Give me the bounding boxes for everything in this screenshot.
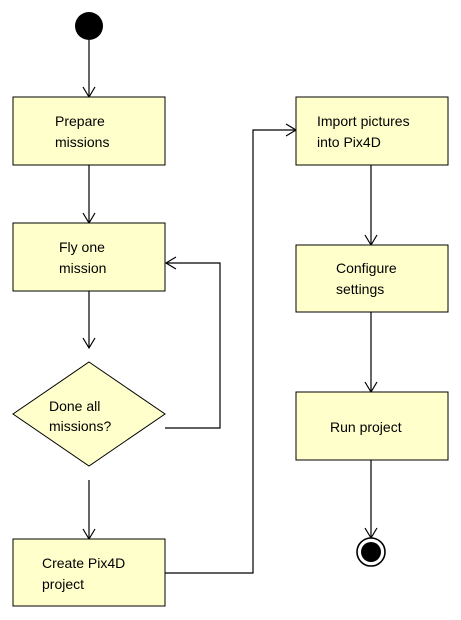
svg-text:Import pictures into Pix: Import pictures into Pix4D (317, 113, 413, 150)
node-label-line: Prepare (55, 113, 105, 129)
node-label-line: into Pix4D (317, 134, 381, 150)
node-label-line: mission (59, 260, 106, 276)
node-label-line: missions? (49, 418, 111, 434)
svg-text:Configure settings: Configure settings (336, 260, 401, 297)
node-label-line: Run project (330, 419, 402, 435)
svg-text:Create Pix4D project: Create Pix4D project (42, 555, 129, 592)
edge-create-to-import (165, 123, 298, 574)
node-label-line: Done all (49, 398, 100, 414)
action-import-pictures: Import pictures into Pix4D (295, 96, 449, 166)
svg-text:Done all missions?: Done all missions? (49, 398, 111, 434)
final-node (356, 537, 386, 567)
decision-done-all-missions: Done all missions? (12, 361, 166, 467)
node-label-line: Create Pix4D (42, 555, 125, 571)
node-label-line: project (42, 576, 84, 592)
action-configure-settings: Configure settings (295, 244, 449, 313)
edges (82, 40, 378, 574)
node-label-line: Fly one (59, 239, 105, 255)
action-run-project: Run project (295, 391, 449, 461)
svg-text:Fly one mission: Fly one mission (59, 239, 109, 276)
action-prepare-missions: Prepare missions (12, 96, 166, 166)
initial-node (75, 12, 103, 40)
node-label-line: Import pictures (317, 113, 410, 129)
node-label-line: missions (55, 134, 109, 150)
action-fly-one-mission: Fly one mission (12, 222, 166, 292)
action-create-pix4d-project: Create Pix4D project (12, 538, 166, 607)
svg-text:Run project: Run project (330, 419, 402, 435)
svg-text:Prepare missions: Prepare missions (55, 113, 109, 150)
edge-decision-to-fly (164, 256, 221, 429)
node-label-line: Configure (336, 260, 397, 276)
node-label-line: settings (336, 281, 384, 297)
